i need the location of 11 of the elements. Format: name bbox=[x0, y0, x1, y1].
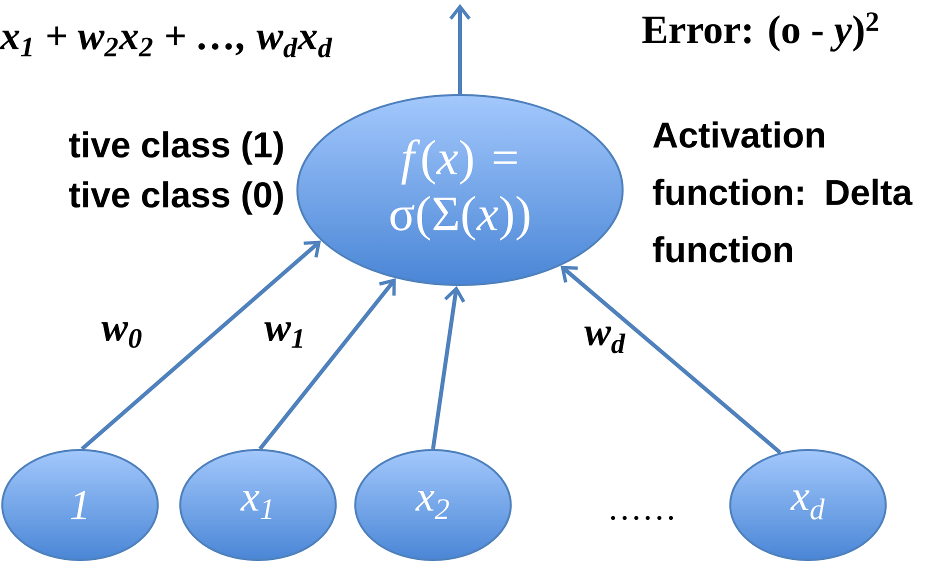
edge-label: w$_{d}$ bbox=[583, 325, 627, 355]
edge-label: w$_{0}$ bbox=[100, 320, 144, 350]
arrow bbox=[449, 4, 471, 94]
edge-label: w$_{1}$ bbox=[263, 320, 308, 350]
arrow bbox=[560, 266, 782, 454]
arrow bbox=[80, 240, 321, 451]
formula-text: x$_{1}$ + w$_{2}$x$_{2}$ + …, w$_{d}$x$_{d}$ bbox=[0, 26, 332, 58]
arrow bbox=[431, 286, 466, 450]
edge-label: Error: (o - y)$^{2}$ bbox=[640, 11, 882, 53]
ellipsis-text: …… bbox=[611, 516, 673, 520]
arrow bbox=[258, 278, 396, 450]
